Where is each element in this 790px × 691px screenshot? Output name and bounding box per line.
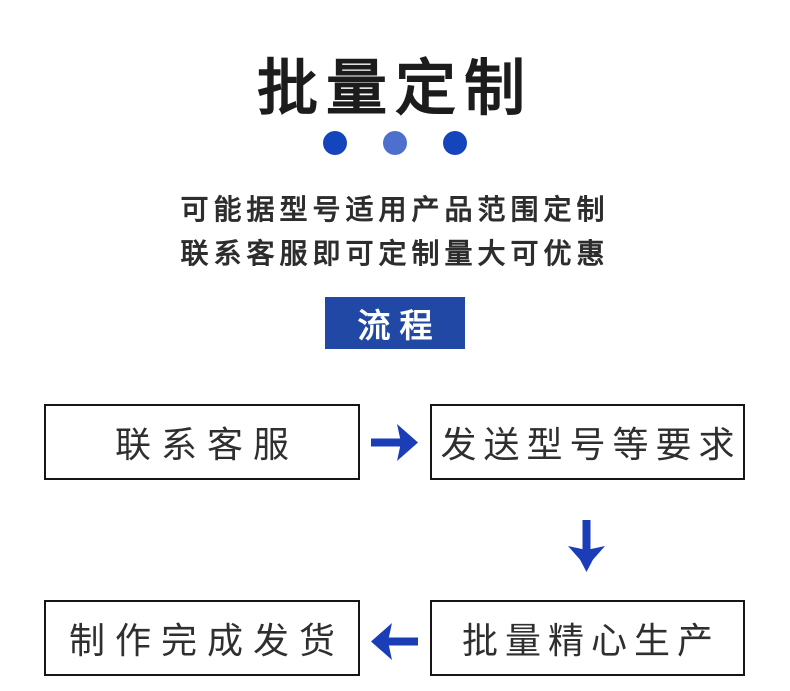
flow-step-ship-finished: 制作完成发货 xyxy=(44,600,360,676)
process-section-badge: 流程 xyxy=(325,297,465,349)
subtitle-line-2: 联系客服即可定制量大可优惠 xyxy=(180,238,610,269)
down-arrow-icon xyxy=(568,520,605,572)
flow-step-send-requirements: 发送型号等要求 xyxy=(430,404,745,480)
flow-step-batch-production: 批量精心生产 xyxy=(430,600,745,676)
title-dots xyxy=(0,131,790,155)
dot-icon xyxy=(443,131,467,155)
right-arrow-icon xyxy=(371,424,418,461)
left-arrow-icon xyxy=(371,623,418,660)
subtitle-line-1: 可能据型号适用产品范围定制 xyxy=(180,194,610,225)
flow-step-label: 联系客服 xyxy=(114,424,299,465)
flow-step-label: 批量精心生产 xyxy=(461,620,720,661)
dot-icon xyxy=(383,131,407,155)
flow-step-label: 制作完成发货 xyxy=(68,620,345,661)
flow-step-label: 发送型号等要求 xyxy=(440,424,742,465)
dot-icon xyxy=(323,131,347,155)
process-section-label: 流程 xyxy=(357,307,442,344)
flow-step-contact-service: 联系客服 xyxy=(44,404,360,480)
page-title: 批量定制 xyxy=(256,54,533,122)
